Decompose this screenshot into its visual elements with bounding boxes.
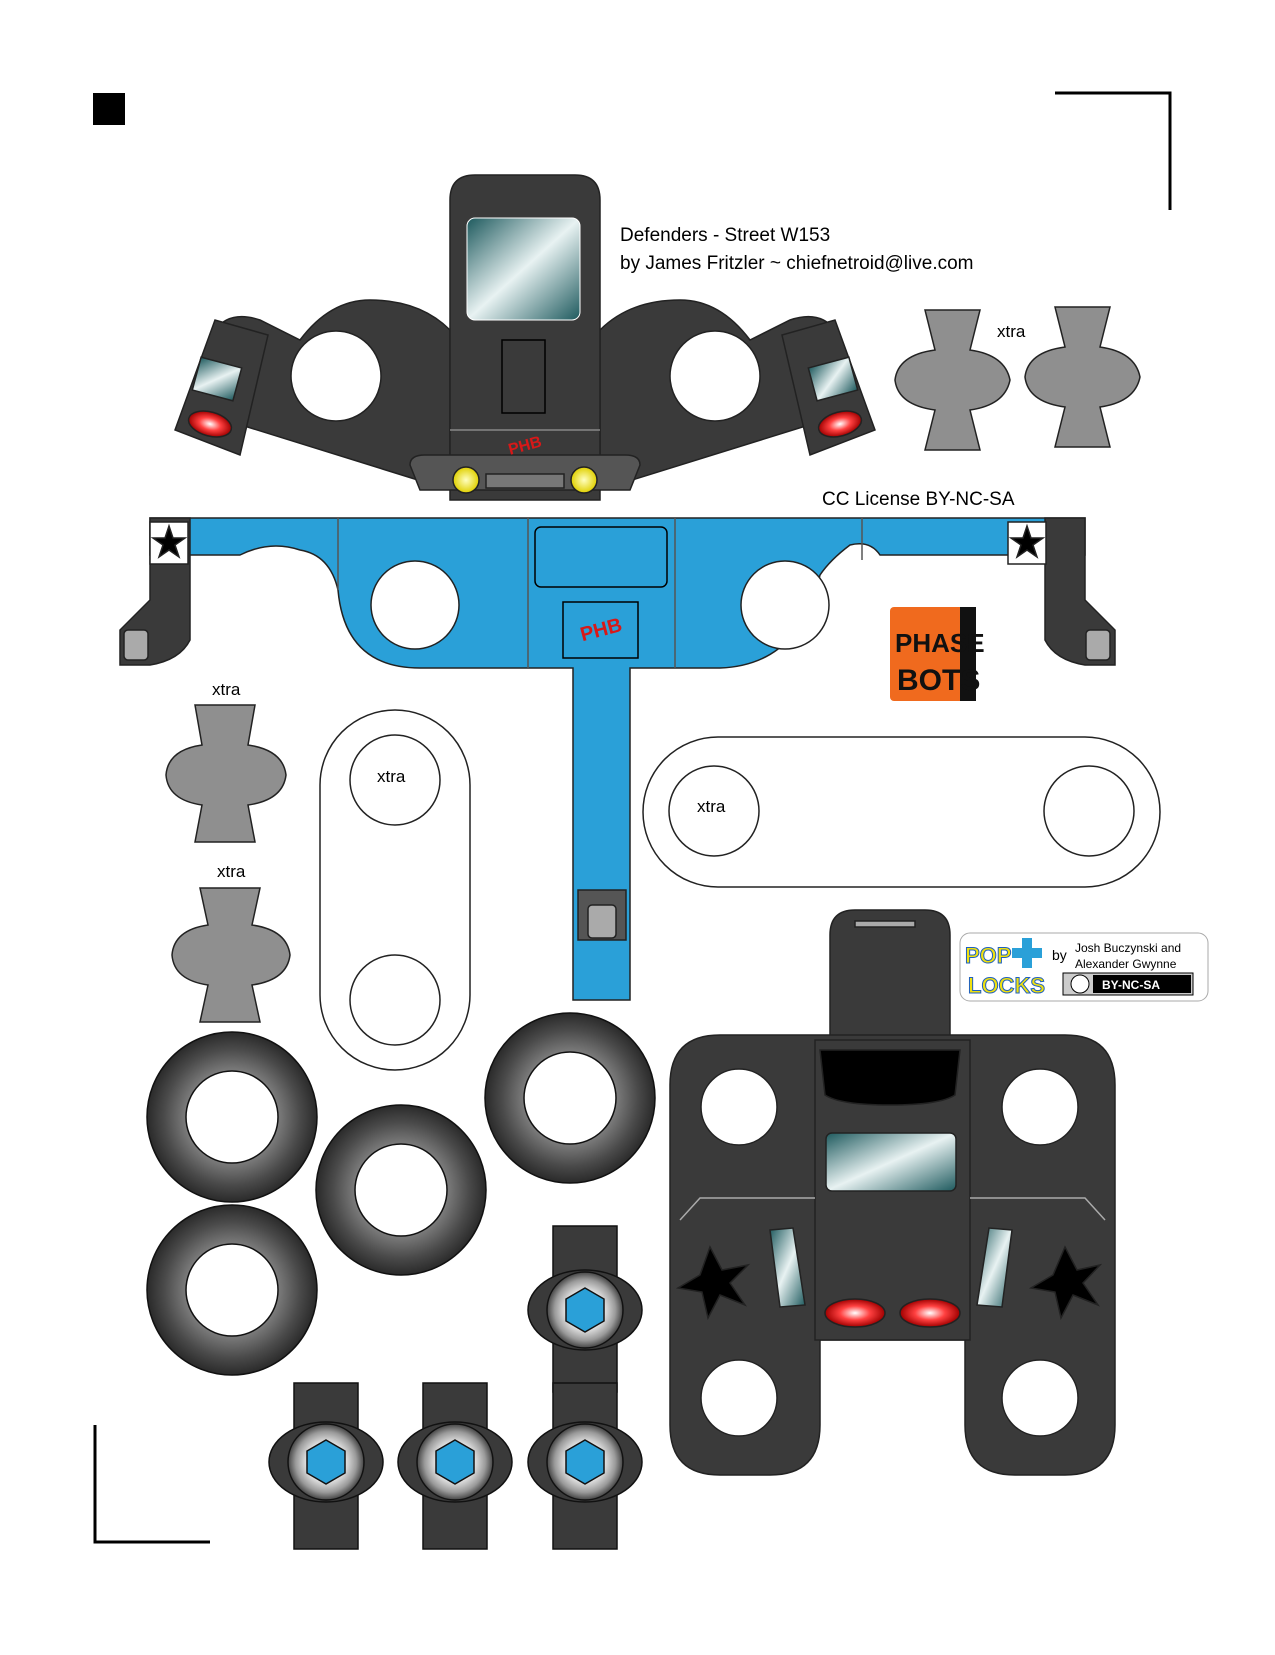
hub-2-hex-icon bbox=[306, 1439, 346, 1485]
cab-door-panel bbox=[501, 339, 546, 414]
tires bbox=[146, 1012, 656, 1376]
poplocks-authors-2: Alexander Gwynne bbox=[1075, 957, 1177, 971]
blue-left-hole bbox=[370, 560, 460, 650]
corner-mark-bottom-left bbox=[93, 1425, 210, 1544]
blue-body-part bbox=[119, 517, 1116, 1001]
chassis-part bbox=[669, 909, 1116, 1476]
poplocks-logo-line1: POP bbox=[965, 943, 1011, 968]
tire-4 bbox=[146, 1204, 318, 1376]
chassis-tail-light-left bbox=[824, 1298, 886, 1328]
poplocks-logo-line2: LOCKS bbox=[968, 973, 1045, 998]
blue-left-hand bbox=[123, 629, 149, 661]
cab-left-flap-window bbox=[191, 356, 243, 402]
blue-right-hand bbox=[1085, 629, 1111, 661]
registration-square bbox=[93, 93, 125, 125]
license-label: CC License BY-NC-SA bbox=[822, 489, 1015, 510]
cab-right-headlight bbox=[570, 466, 598, 494]
poplocks-plus-icon bbox=[1012, 938, 1042, 968]
grey-piece-mid-2 bbox=[171, 887, 291, 1023]
chassis-hood bbox=[819, 1049, 961, 1106]
cab-grille bbox=[485, 473, 565, 489]
hub-1 bbox=[527, 1225, 643, 1393]
cc-icon bbox=[1070, 974, 1090, 994]
hub-4 bbox=[527, 1382, 643, 1550]
vertical-link-bottom-hole bbox=[349, 954, 441, 1046]
blue-emblem-panel bbox=[562, 601, 639, 659]
chassis-left-line bbox=[679, 1197, 815, 1221]
phasebots-logo: PHASE BOTS bbox=[890, 607, 985, 701]
xtra-label-grey-1: xtra bbox=[212, 680, 241, 699]
chassis-right-window bbox=[976, 1227, 1013, 1308]
cab-right-tail-light bbox=[817, 410, 863, 438]
hub-3 bbox=[397, 1382, 513, 1550]
chassis-left-star-icon bbox=[675, 1245, 751, 1321]
hub-pieces bbox=[268, 1225, 643, 1550]
tire-2 bbox=[484, 1012, 656, 1184]
horizontal-link-right-hole bbox=[1043, 765, 1135, 857]
chassis-tab-slot bbox=[854, 920, 916, 928]
grey-piece-mid-1 bbox=[165, 704, 287, 843]
poplocks-license-badge: BY-NC-SA bbox=[1102, 978, 1160, 992]
cab-right-flap-window bbox=[807, 356, 859, 402]
poplocks-logo: POP LOCKS by Josh Buczynski and Alexande… bbox=[959, 932, 1209, 1002]
hub-3-hex-icon bbox=[435, 1439, 475, 1485]
cab-left-hole bbox=[290, 330, 382, 422]
phasebots-logo-line1: PHASE bbox=[895, 628, 985, 658]
blue-body-outline bbox=[149, 517, 1086, 1001]
chassis-right-star-icon bbox=[1028, 1245, 1103, 1321]
grey-piece-top-2 bbox=[1024, 306, 1141, 448]
cab-left-tail-light bbox=[187, 410, 233, 438]
hub-2 bbox=[268, 1382, 384, 1550]
sheet-title: Defenders - Street W153 bbox=[620, 225, 831, 246]
cab-part bbox=[174, 174, 876, 501]
horizontal-link-left-hole bbox=[668, 765, 760, 857]
phasebots-logo-line2: BOTS bbox=[897, 664, 980, 697]
horizontal-link bbox=[642, 736, 1161, 888]
white-link-pieces bbox=[319, 709, 1161, 1071]
xtra-label-horizontal-link: xtra bbox=[697, 797, 726, 816]
tire-3 bbox=[315, 1104, 487, 1276]
vertical-link-top-hole bbox=[349, 734, 441, 826]
grey-piece-top-1 bbox=[894, 309, 1011, 451]
corner-mark-top-right bbox=[1055, 91, 1172, 210]
cab-windshield bbox=[466, 217, 581, 321]
chassis-hole-bottom-right bbox=[1001, 1359, 1079, 1437]
hub-1-hex-icon bbox=[565, 1287, 605, 1333]
blue-right-hole bbox=[740, 560, 830, 650]
blue-spine-detail-inner bbox=[587, 904, 617, 939]
poplocks-authors-1: Josh Buczynski and bbox=[1075, 941, 1181, 955]
cab-left-headlight bbox=[452, 466, 480, 494]
poplocks-by: by bbox=[1052, 947, 1067, 963]
chassis-window bbox=[825, 1132, 957, 1192]
chassis-left-window bbox=[769, 1227, 806, 1308]
chassis-hole-top-left bbox=[700, 1068, 778, 1146]
xtra-label-top-right: xtra bbox=[997, 322, 1026, 341]
sheet-credit: by James Fritzler ~ chiefnetroid@live.co… bbox=[620, 253, 974, 274]
blue-left-star-icon bbox=[150, 523, 188, 559]
blue-right-star-icon bbox=[1008, 523, 1046, 559]
registration-marks bbox=[93, 91, 1172, 1544]
xtra-label-grey-2: xtra bbox=[217, 862, 246, 881]
chassis-right-line bbox=[970, 1197, 1106, 1221]
hub-4-hex-icon bbox=[565, 1439, 605, 1485]
tire-1 bbox=[146, 1031, 318, 1203]
xtra-label-vertical-link: xtra bbox=[377, 767, 406, 786]
chassis-hole-top-right bbox=[1001, 1068, 1079, 1146]
chassis-hole-bottom-left bbox=[700, 1359, 778, 1437]
grey-extra-pieces bbox=[165, 306, 1141, 1023]
chassis-tab bbox=[829, 909, 951, 1041]
chassis-tail-light-right bbox=[899, 1298, 961, 1328]
cab-right-hole bbox=[669, 330, 761, 422]
blue-right-arm bbox=[1044, 517, 1116, 666]
blue-hatch bbox=[534, 526, 668, 588]
